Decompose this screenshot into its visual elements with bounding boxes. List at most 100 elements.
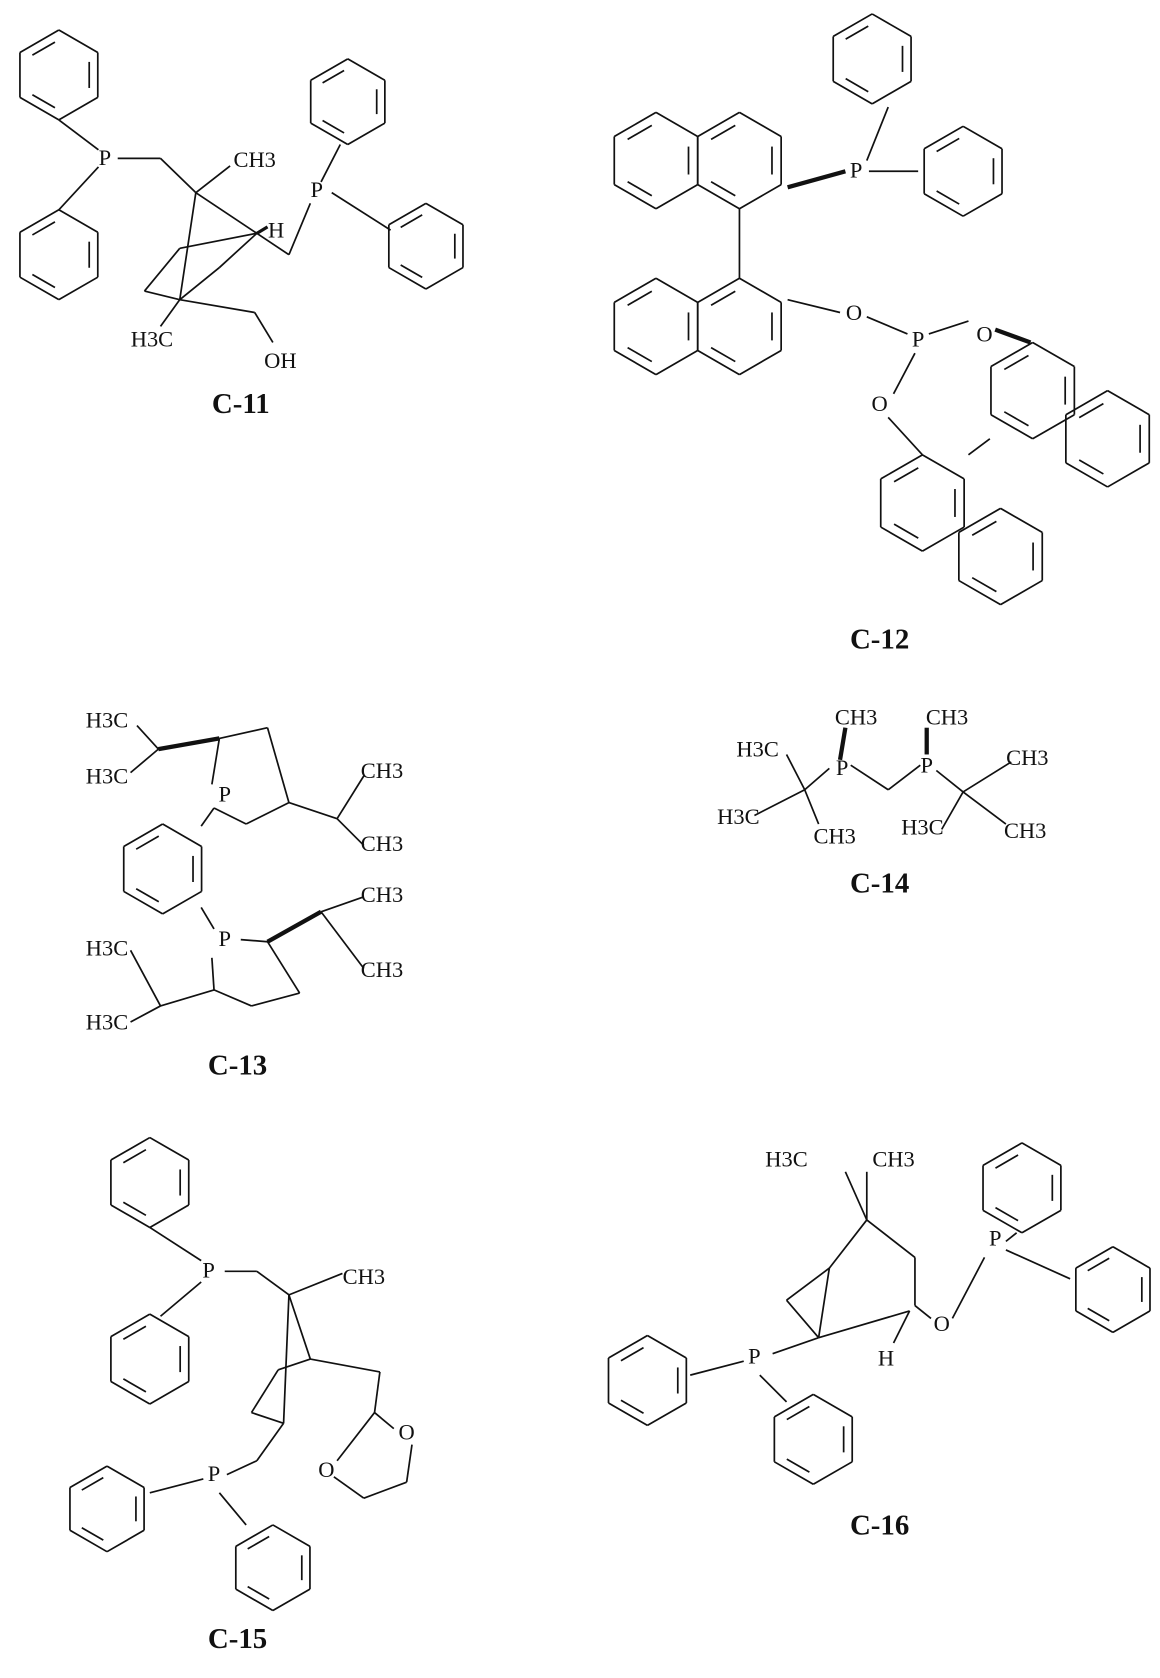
bond (710, 180, 736, 197)
bond (179, 266, 220, 301)
bond (697, 277, 740, 304)
bond (697, 183, 740, 210)
atom-label: O (399, 1419, 415, 1444)
atom-label: H3C (736, 737, 778, 762)
bond (247, 1585, 270, 1600)
bond (277, 1358, 311, 1371)
atom-label: H3C (86, 1009, 128, 1034)
bond (613, 111, 657, 138)
bond (226, 1459, 258, 1476)
bond (1032, 341, 1075, 368)
atom-label: H3C (86, 936, 128, 961)
bond (1065, 389, 1108, 416)
bond (19, 96, 60, 121)
bond (129, 949, 162, 1007)
atom-label: CH3 (361, 758, 403, 783)
bond (69, 1529, 108, 1553)
bond (256, 225, 269, 235)
bond (179, 232, 257, 250)
bond (110, 1204, 151, 1229)
bond (144, 290, 180, 301)
bond (266, 941, 301, 994)
atom-label: P (836, 755, 849, 780)
bond (247, 1535, 270, 1550)
atom-label: H3C (717, 804, 759, 829)
atom-label: P (208, 1461, 221, 1486)
bond (320, 895, 365, 913)
bond (951, 1257, 986, 1319)
bond (218, 232, 258, 269)
bond (940, 791, 964, 830)
bond (31, 93, 56, 109)
bond (697, 111, 740, 138)
bond (871, 80, 912, 105)
bond (347, 58, 386, 82)
bond (655, 111, 699, 138)
bond (893, 523, 919, 539)
bond (400, 214, 423, 229)
bond (608, 1402, 648, 1427)
bond (803, 789, 820, 825)
bond (804, 767, 830, 791)
bond (388, 202, 427, 226)
bond (928, 320, 969, 335)
benzene-ring (1074, 1245, 1151, 1334)
benzene-ring (309, 58, 386, 146)
bond (235, 1588, 274, 1612)
benzene-ring (110, 1313, 190, 1405)
bond (936, 137, 960, 153)
benzene-ring (19, 29, 99, 121)
bond (710, 290, 736, 306)
bond (336, 818, 365, 847)
bond (195, 165, 231, 194)
bond (288, 1272, 343, 1296)
bond (347, 122, 386, 146)
atom-label: OH (264, 348, 296, 373)
compound-label: C-12 (850, 624, 909, 656)
compound-label: C-13 (208, 1049, 267, 1081)
bond (310, 1358, 381, 1373)
bond (871, 13, 912, 38)
bond (256, 232, 290, 256)
bond (19, 209, 60, 233)
bond (256, 1422, 285, 1462)
bond (1112, 1310, 1151, 1334)
benzene-ring (1065, 389, 1151, 488)
bond (160, 989, 215, 1007)
bond (627, 124, 653, 141)
bond (655, 277, 699, 304)
bond (866, 1219, 916, 1259)
atom-label: P (99, 145, 112, 170)
bond (1087, 1307, 1110, 1322)
bond (149, 1380, 190, 1405)
bond (81, 1476, 104, 1491)
bond (336, 775, 365, 820)
bond (19, 276, 60, 301)
bond (213, 989, 252, 1007)
bond (31, 273, 56, 289)
bond (922, 454, 965, 480)
bond (400, 264, 423, 279)
bond (620, 1399, 644, 1415)
bond (787, 298, 841, 314)
atom-label: H3C (86, 708, 128, 733)
benzene-ring (773, 1393, 854, 1486)
bond (388, 266, 427, 290)
bond (250, 1369, 279, 1414)
bond (1000, 507, 1043, 534)
benzene-ring (122, 823, 203, 915)
bond (162, 823, 203, 848)
bond (971, 576, 997, 593)
bond (195, 191, 258, 235)
atom-label: CH3 (361, 882, 403, 907)
bond (1078, 459, 1104, 475)
atom-label: CH3 (361, 831, 403, 856)
bond (982, 1142, 1023, 1167)
bond (200, 807, 215, 827)
atom-label: O (934, 1311, 950, 1336)
bond (690, 1360, 744, 1376)
bond (336, 1412, 376, 1462)
